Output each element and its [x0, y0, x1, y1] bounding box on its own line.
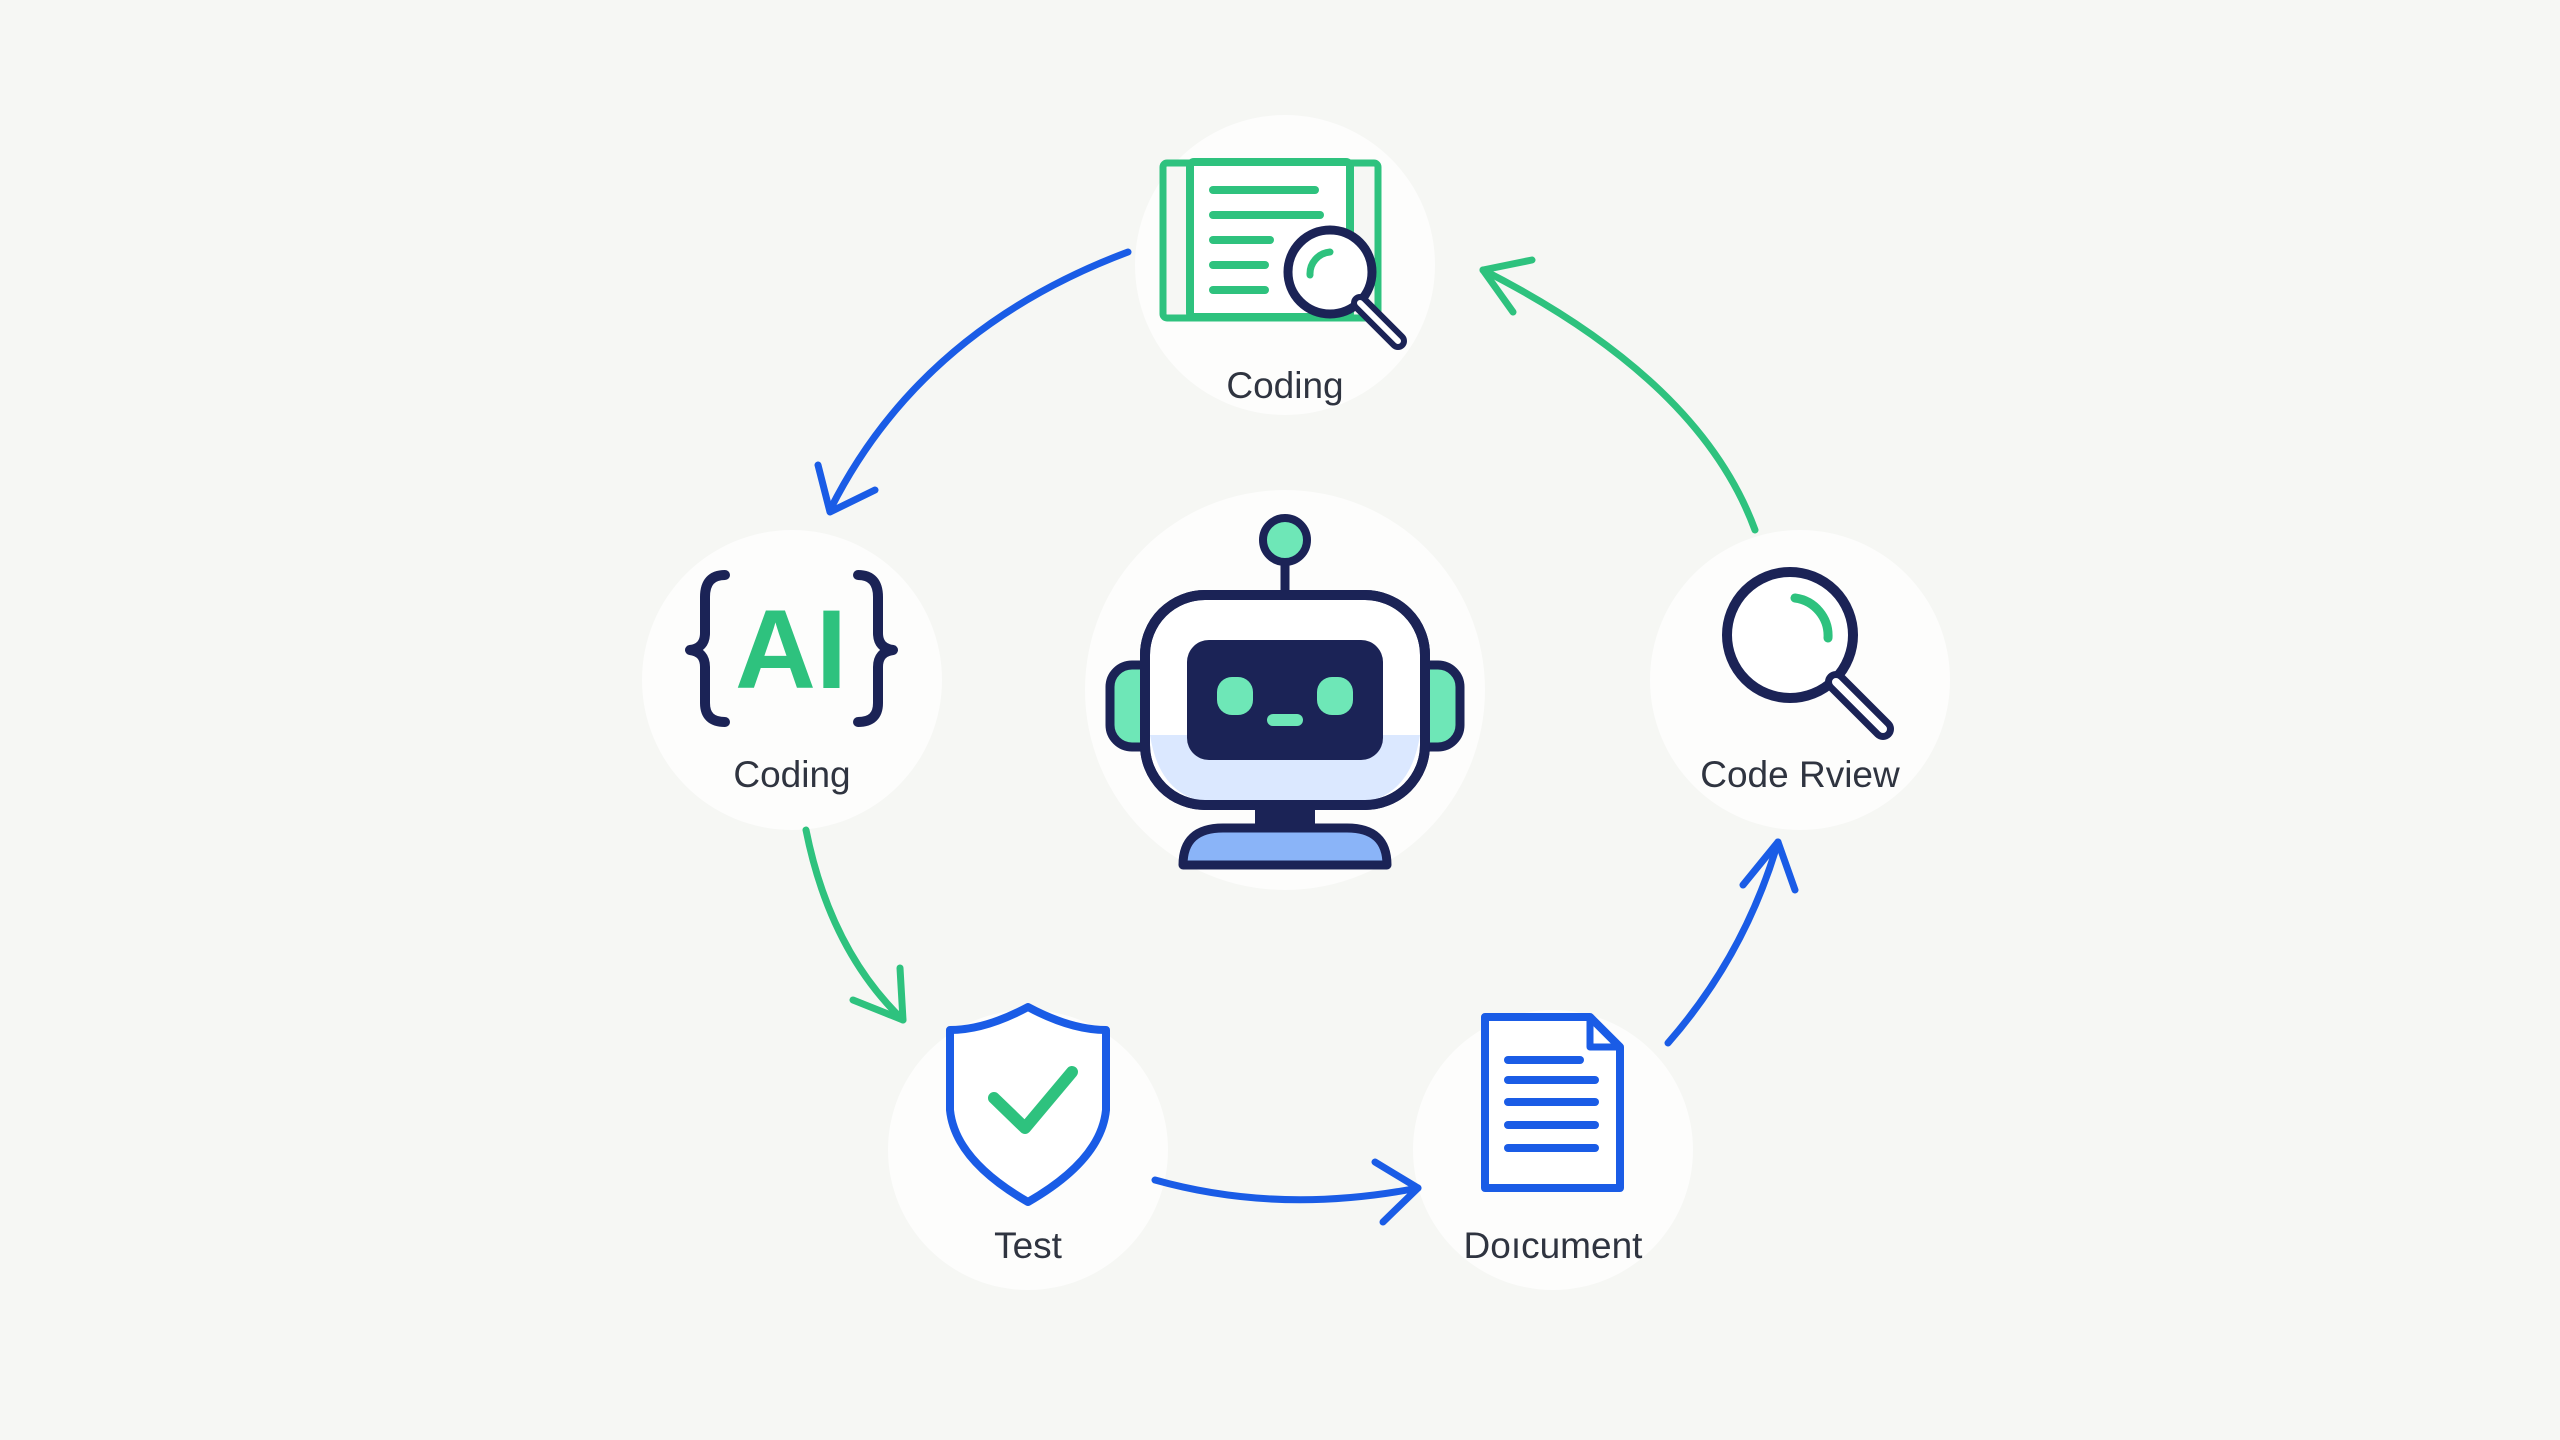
node-top-label: Coding: [1226, 365, 1343, 406]
node-left-label: Coding: [733, 754, 850, 795]
node-right: Code Rview: [1700, 567, 1900, 795]
arrow-review-to-top: [1479, 256, 1759, 534]
node-right-label: Code Rview: [1700, 754, 1900, 795]
arrow-left-to-test: [802, 826, 907, 1024]
document-search-icon: [1159, 158, 1407, 350]
cycle-arrows: [802, 248, 1799, 1226]
node-left: AI Coding: [685, 570, 898, 795]
node-bottom-right-label: Doıcument: [1464, 1225, 1644, 1266]
node-bottom-right: Doıcument: [1464, 1013, 1644, 1266]
arrow-document-to-review: [1664, 838, 1799, 1047]
document-icon: [1481, 1013, 1624, 1192]
magnifier-icon: [1722, 567, 1894, 740]
robot-icon: [1105, 514, 1465, 870]
node-bottom-left: Test: [946, 1003, 1110, 1266]
ai-code-braces-icon: AI: [685, 570, 898, 727]
node-top: Coding: [1159, 158, 1407, 406]
shield-check-icon: [946, 1003, 1110, 1206]
arrow-test-to-document: [1151, 1158, 1422, 1226]
node-bottom-left-label: Test: [994, 1225, 1063, 1266]
arrow-top-to-left: [814, 248, 1132, 516]
ai-icon-text: AI: [735, 587, 847, 712]
